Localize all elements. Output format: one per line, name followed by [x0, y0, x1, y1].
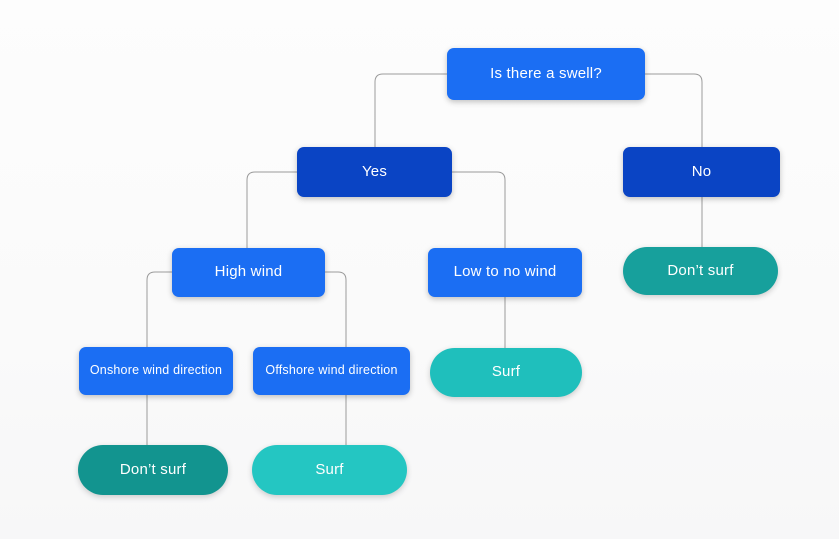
outcome-pill-dont-surf-onshore: Don’t surf: [78, 445, 228, 495]
node-label-high-wind: High wind: [214, 263, 283, 281]
node-label-surf-low: Surf: [491, 363, 521, 381]
decision-node-swell: Is there a swell?: [447, 48, 645, 100]
outcome-pill-dont-surf-no: Don’t surf: [623, 247, 778, 295]
edge-high-wind-to-offshore: [325, 271, 347, 347]
decision-node-offshore-wind: Offshore wind direction: [253, 347, 410, 395]
node-label-low-wind: Low to no wind: [453, 263, 557, 281]
outcome-pill-surf-low-wind: Surf: [430, 348, 582, 397]
decision-node-onshore-wind: Onshore wind direction: [79, 347, 233, 395]
outcome-pill-surf-offshore: Surf: [252, 445, 407, 495]
node-label-no: No: [691, 162, 712, 180]
node-label-swell: Is there a swell?: [490, 64, 602, 82]
edge-yes-to-high-wind: [246, 171, 297, 248]
edge-yes-to-low-wind: [452, 171, 506, 248]
node-label-yes: Yes: [361, 162, 388, 180]
decision-node-high-wind: High wind: [172, 248, 325, 297]
node-label-onshore: Onshore wind direction: [89, 363, 223, 378]
branch-node-no: No: [623, 147, 780, 197]
decision-node-low-wind: Low to no wind: [428, 248, 582, 297]
node-label-offshore: Offshore wind direction: [265, 363, 398, 378]
edge-swell-to-yes: [374, 73, 447, 147]
node-label-dont-surf-onshore: Don’t surf: [119, 460, 187, 478]
edge-swell-to-no: [645, 73, 703, 147]
node-label-surf-offshore: Surf: [315, 460, 344, 478]
edge-high-wind-to-onshore: [146, 271, 172, 347]
branch-node-yes: Yes: [297, 147, 452, 197]
node-label-dont-surf-no: Don’t surf: [667, 261, 734, 279]
